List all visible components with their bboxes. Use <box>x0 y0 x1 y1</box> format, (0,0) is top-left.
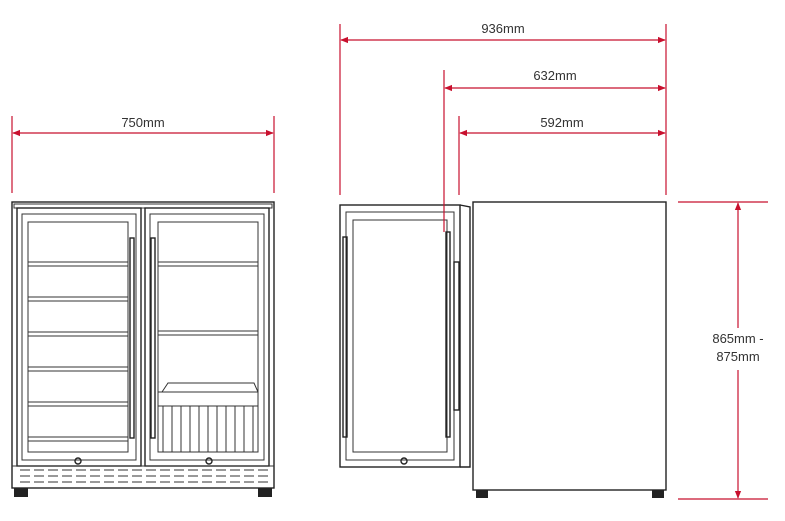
side-front-foot <box>652 490 664 498</box>
right-lock-icon <box>205 457 213 465</box>
side-rear-foot <box>476 490 488 498</box>
front-right-foot <box>258 488 272 497</box>
front-left-foot <box>14 488 28 497</box>
right-door <box>144 207 270 467</box>
total-depth-dimension: 936mm <box>339 21 667 195</box>
cabinet-depth-label: 592mm <box>540 115 583 130</box>
front-width-dimension: 750mm <box>11 115 275 193</box>
right-door-drawer <box>158 382 259 452</box>
front-cabinet-outline <box>11 201 275 489</box>
side-open-door <box>339 204 471 468</box>
left-door-handle <box>129 237 135 439</box>
left-lock-icon <box>74 457 82 465</box>
height-label-line1: 865mm - <box>712 331 763 346</box>
left-door-shelves <box>28 261 128 442</box>
door-hinge-strip <box>453 261 460 411</box>
height-label-line2: 875mm <box>716 349 759 364</box>
front-width-label: 750mm <box>121 115 164 130</box>
door-depth-dimension: 632mm <box>443 68 666 232</box>
door-lock-icon <box>400 457 408 465</box>
left-door <box>16 207 142 467</box>
height-dimension: 865mm - 875mm <box>678 201 768 500</box>
right-door-shelves <box>158 261 258 336</box>
door-depth-label: 632mm <box>533 68 576 83</box>
side-cabinet-body <box>472 201 667 491</box>
front-top-trim <box>13 203 273 209</box>
right-door-handle <box>150 237 156 439</box>
total-depth-label: 936mm <box>481 21 524 36</box>
door-outer-handle <box>342 236 348 438</box>
front-vent-grille <box>12 465 274 483</box>
cabinet-depth-dimension: 592mm <box>458 115 666 195</box>
front-view <box>11 201 275 497</box>
door-inner-handle <box>445 231 451 438</box>
side-view <box>339 201 667 498</box>
